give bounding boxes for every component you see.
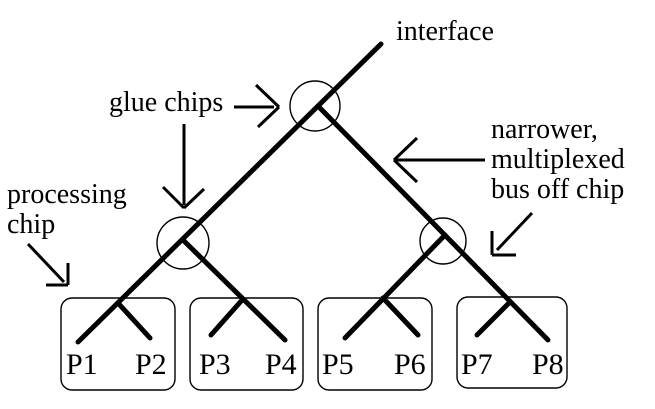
processor-label-p5: P5 xyxy=(322,348,354,381)
processor-label-p2: P2 xyxy=(135,348,167,381)
bus-branch-p7 xyxy=(474,299,513,338)
arrow-down-left-icon xyxy=(490,211,534,257)
processor-label-p1: P1 xyxy=(66,348,98,381)
arrow-down-icon xyxy=(161,124,206,210)
processor-box-p5-p6 xyxy=(317,297,433,391)
bus-line-left-to-p4 xyxy=(180,237,288,343)
processor-box-p3-p4 xyxy=(189,297,304,391)
processor-box-p1-p2 xyxy=(60,297,176,391)
label-processing-chip: processing chip xyxy=(7,179,127,240)
bus-branch-p6 xyxy=(380,295,421,338)
label-interface: interface xyxy=(396,16,494,47)
label-glue-chips: glue chips xyxy=(109,87,224,118)
bus-branch-p2 xyxy=(115,300,153,341)
glue-chip-circle-top xyxy=(289,80,341,132)
processor-box-p7-p8 xyxy=(456,296,568,389)
bus-line-interface-to-p1 xyxy=(75,41,384,345)
processor-boxes xyxy=(60,296,568,391)
processor-label-p6: P6 xyxy=(394,348,426,381)
arrow-down-right-icon xyxy=(26,242,70,287)
processor-label-p7: P7 xyxy=(461,348,493,381)
processor-label-p4: P4 xyxy=(265,348,297,381)
annotation-arrows xyxy=(26,83,534,287)
glue-chip-circle-left xyxy=(156,216,210,270)
label-bus-note: narrower, multiplexed bus off chip xyxy=(491,114,625,205)
arrow-left-icon xyxy=(392,136,485,184)
bus-line-right-to-p5 xyxy=(342,232,448,341)
processor-label-p3: P3 xyxy=(199,348,231,381)
arrow-right-icon xyxy=(234,83,281,129)
bus-branch-p3 xyxy=(208,296,246,338)
processor-label-p8: P8 xyxy=(532,348,564,381)
glue-chip-circles xyxy=(156,80,467,270)
bus-lines xyxy=(75,41,551,345)
glue-chip-circle-right xyxy=(419,217,467,265)
